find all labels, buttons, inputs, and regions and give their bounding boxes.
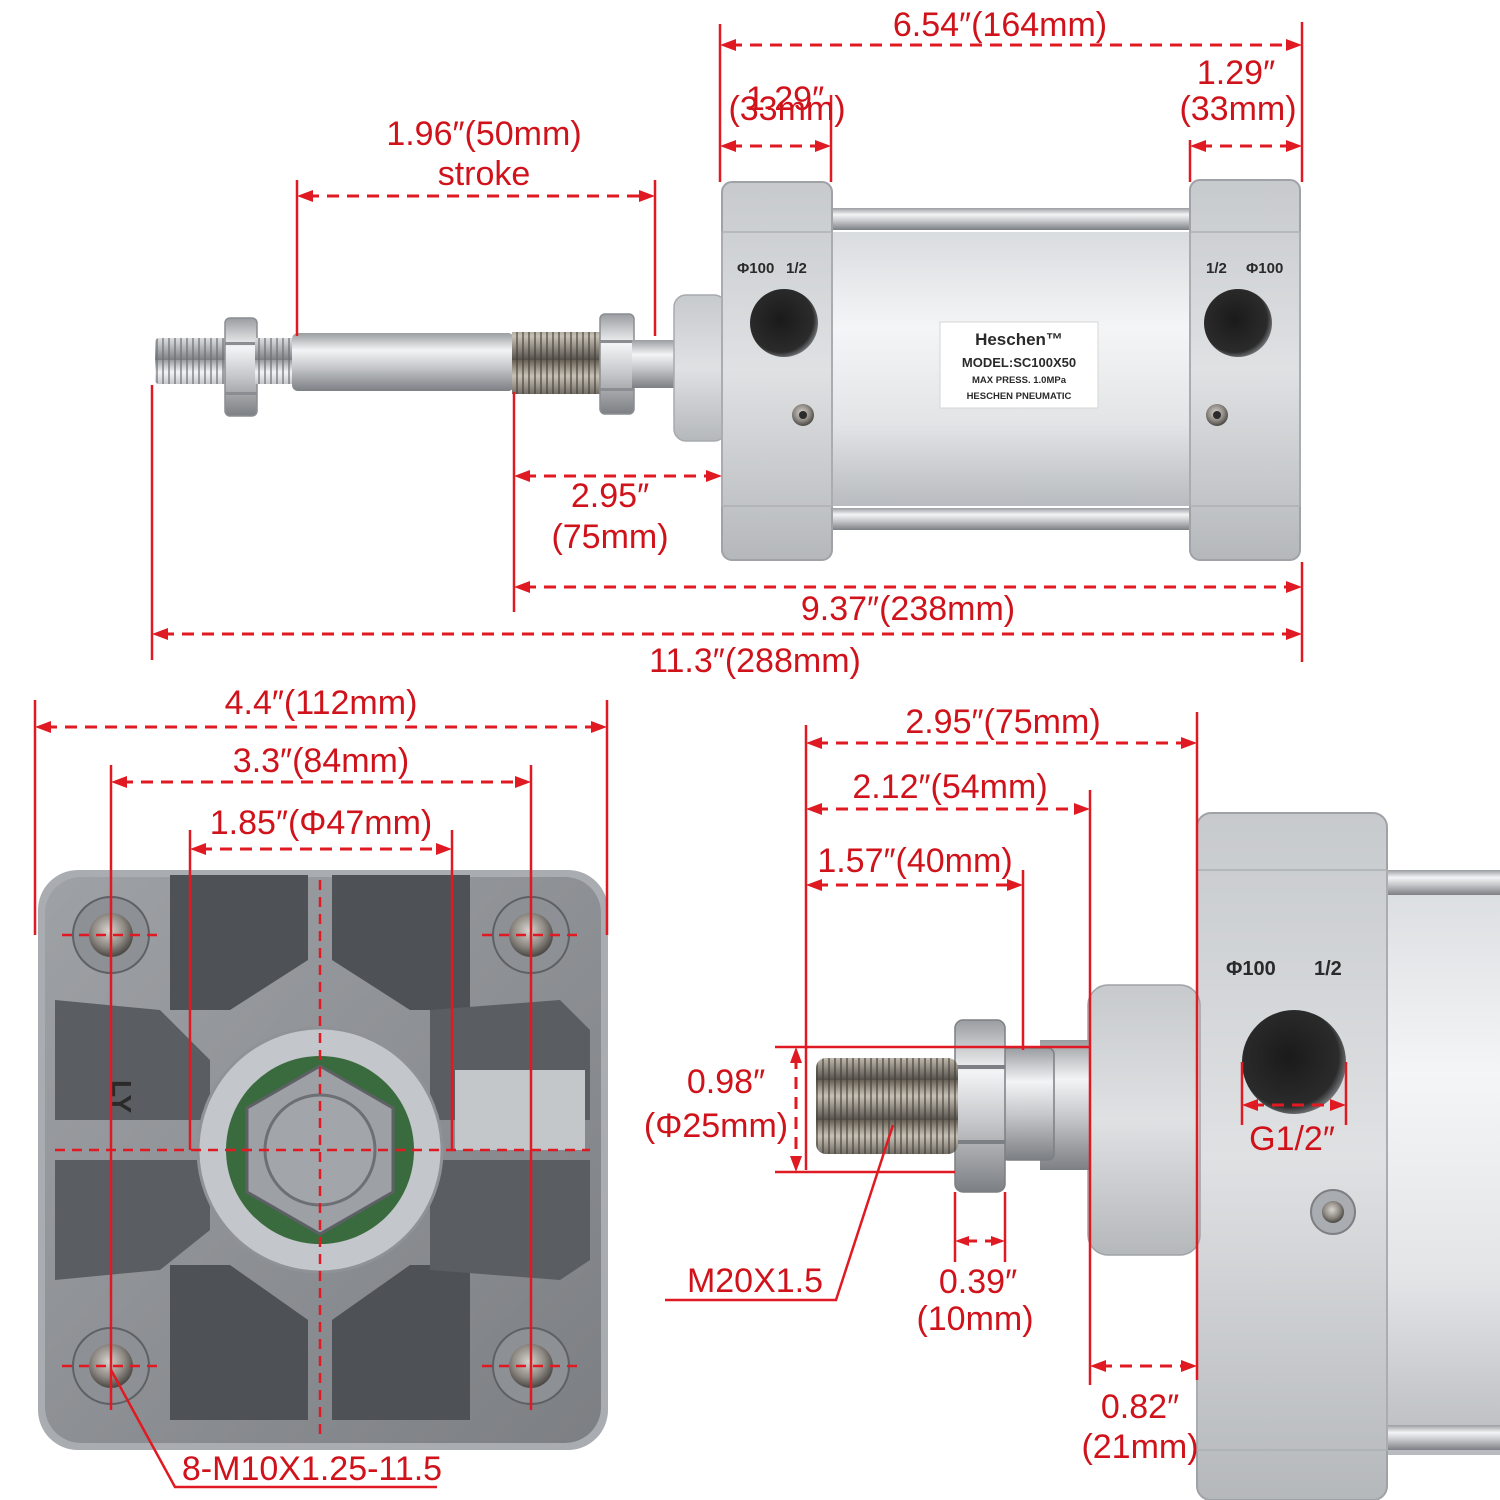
detail-boss xyxy=(1087,984,1201,1256)
leader-thread xyxy=(665,1124,895,1302)
rod-lock-nut-left xyxy=(224,317,258,417)
detail-view: Φ100 1/2 2.95″(75mm) 2.12″(54mm) xyxy=(644,703,1500,1500)
cap-bore-mark: Φ100 xyxy=(737,260,774,277)
dim-mount-thread: 8-M10X1.25-11.5 xyxy=(182,1450,442,1488)
dim-nut-1: 0.39″ xyxy=(939,1263,1017,1301)
label-pressure: MAX PRESS. 1.0MPa xyxy=(972,375,1067,386)
rod-brass-thread xyxy=(512,332,604,394)
dim-end-width: 4.4″(112mm) xyxy=(225,684,418,722)
dim-boss-dia: 1.85″(Φ47mm) xyxy=(210,804,432,842)
dim-front-cap-2: (33mm) xyxy=(728,90,845,128)
detail-rod-thread xyxy=(816,1058,958,1154)
dim-hole-spacing: 3.3″(84mm) xyxy=(233,742,409,780)
dim-total-length: 6.54″(164mm) xyxy=(893,6,1107,44)
dim-rear-cap-2: (33mm) xyxy=(1179,90,1296,128)
dim-body-length: 9.37″(238mm) xyxy=(801,590,1015,628)
dim-rod-ext-1: 2.95″ xyxy=(571,477,649,515)
dim-boss-depth-1: 0.82″ xyxy=(1101,1388,1179,1426)
dim-port: G1/2″ xyxy=(1249,1120,1335,1158)
front-air-port xyxy=(750,289,818,357)
dim-boss-depth-2: (21mm) xyxy=(1081,1428,1198,1466)
cap-port-mark: 1/2 xyxy=(786,260,807,277)
end-view: LY 4.4″(112mm) 3.3″(84mm) xyxy=(33,684,609,1489)
label-maker: HESCHEN PNEUMATIC xyxy=(967,391,1072,402)
dim-rod-dia-1: 0.98″ xyxy=(687,1063,765,1101)
dim-stroke-1: 1.96″(50mm) xyxy=(386,115,581,153)
piston-rod xyxy=(292,333,514,391)
detail-cap-bore-mark: Φ100 xyxy=(1226,958,1276,980)
front-end-cap xyxy=(721,181,833,561)
leader-mount-thread xyxy=(109,1369,437,1489)
label-brand: Heschen™ xyxy=(975,330,1063,349)
dim-detail-54: 2.12″(54mm) xyxy=(852,768,1047,806)
rear-air-port xyxy=(1204,289,1272,357)
rear-end-cap xyxy=(1189,179,1301,561)
dim-rod-ext-2: (75mm) xyxy=(551,518,668,556)
dim-rod-dia-2: (Φ25mm) xyxy=(644,1107,788,1145)
label-model: MODEL:SC100X50 xyxy=(962,355,1076,370)
side-view: Φ100 1/2 1/2 Φ100 Heschen™ MODEL:SC100X5… xyxy=(150,6,1304,680)
dim-overall-length: 11.3″(288mm) xyxy=(649,642,861,680)
rear-cap-bore-mark: Φ100 xyxy=(1246,260,1283,277)
dim-detail-40: 1.57″(40mm) xyxy=(817,842,1012,880)
detail-air-port xyxy=(1242,1010,1346,1114)
front-boss xyxy=(673,294,727,442)
dim-rear-cap-1: 1.29″ xyxy=(1197,54,1275,92)
dim-thread: M20X1.5 xyxy=(687,1262,823,1300)
dim-nut-2: (10mm) xyxy=(916,1300,1033,1338)
dim-stroke-2: stroke xyxy=(438,155,531,193)
detail-cap-port-mark: 1/2 xyxy=(1314,958,1342,980)
rod-lock-nut-right xyxy=(599,313,635,415)
rod-thread-tip xyxy=(155,338,227,384)
dim-front-cap-1: 1.29″ xyxy=(746,80,824,118)
product-label: Heschen™ MODEL:SC100X50 MAX PRESS. 1.0MP… xyxy=(939,321,1099,409)
dim-detail-75: 2.95″(75mm) xyxy=(905,703,1100,741)
rear-cap-port-mark: 1/2 xyxy=(1206,260,1227,277)
